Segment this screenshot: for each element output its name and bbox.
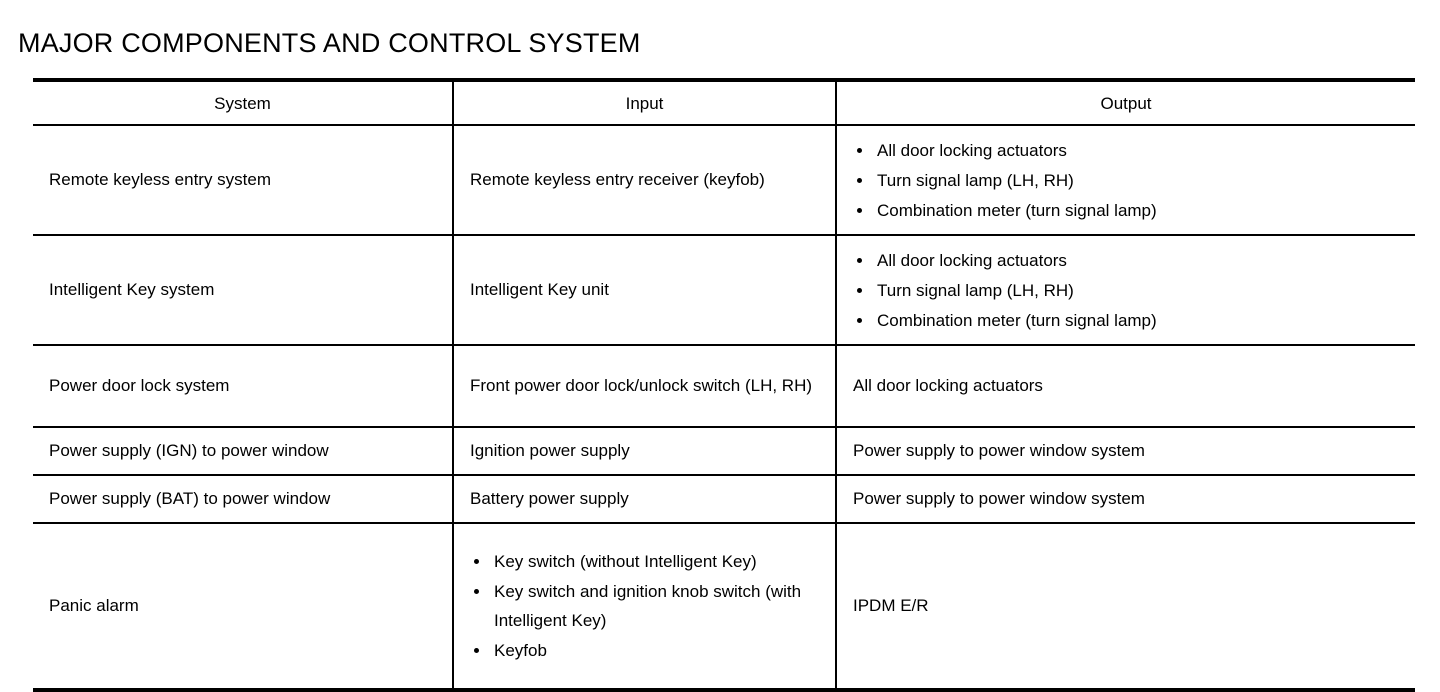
output-label: Power supply to power window system xyxy=(853,441,1145,460)
list-item: All door locking actuators xyxy=(853,246,1403,275)
table-row: Power door lock system Front power door … xyxy=(33,345,1415,428)
cell-system: Power supply (BAT) to power window xyxy=(33,475,453,524)
system-label: Panic alarm xyxy=(49,596,139,615)
bullet-dot-icon xyxy=(857,147,862,153)
table-body: Remote keyless entry system Remote keyle… xyxy=(33,125,1415,692)
input-label: Remote keyless entry receiver (keyfob) xyxy=(470,170,765,189)
cell-input: Key switch (without Intelligent Key) Key… xyxy=(452,523,836,692)
list-item: Combination meter (turn signal lamp) xyxy=(853,306,1403,335)
list-item-label: Turn signal lamp (LH, RH) xyxy=(877,170,1074,190)
list-item-label: Turn signal lamp (LH, RH) xyxy=(877,280,1074,300)
document-page: MAJOR COMPONENTS AND CONTROL SYSTEM Syst… xyxy=(18,28,1415,692)
cell-input: Ignition power supply xyxy=(452,427,836,476)
list-item: Key switch and ignition knob switch (wit… xyxy=(470,577,823,635)
cell-system: Intelligent Key system xyxy=(33,235,453,346)
output-label: Power supply to power window system xyxy=(853,489,1145,508)
list-item-label: Combination meter (turn signal lamp) xyxy=(877,200,1157,220)
input-label: Intelligent Key unit xyxy=(470,280,609,299)
column-header-input: Input xyxy=(452,78,836,126)
column-header-output: Output xyxy=(835,78,1415,126)
cell-system: Remote keyless entry system xyxy=(33,125,453,236)
cell-input: Remote keyless entry receiver (keyfob) xyxy=(452,125,836,236)
cell-system: Panic alarm xyxy=(33,523,453,692)
page-title: MAJOR COMPONENTS AND CONTROL SYSTEM xyxy=(18,28,641,59)
list-item-label: Key switch and ignition knob switch (wit… xyxy=(494,582,802,630)
cell-output: Power supply to power window system xyxy=(835,427,1415,476)
bullet-dot-icon xyxy=(857,257,862,263)
cell-input: Battery power supply xyxy=(452,475,836,524)
system-label: Intelligent Key system xyxy=(49,280,215,299)
list-item: Turn signal lamp (LH, RH) xyxy=(853,276,1403,305)
system-label: Power door lock system xyxy=(49,376,230,395)
cell-input: Front power door lock/unlock switch (LH,… xyxy=(452,345,836,428)
list-item: Key switch (without Intelligent Key) xyxy=(470,547,823,576)
list-item-label: All door locking actuators xyxy=(877,250,1067,270)
bullet-dot-icon xyxy=(857,177,862,183)
cell-output: All door locking actuators Turn signal l… xyxy=(835,125,1415,236)
bullet-dot-icon xyxy=(857,317,862,323)
table-row: Panic alarm Key switch (without Intellig… xyxy=(33,523,1415,692)
system-label: Remote keyless entry system xyxy=(49,170,272,189)
cell-output: All door locking actuators Turn signal l… xyxy=(835,235,1415,346)
cell-output: IPDM E/R xyxy=(835,523,1415,692)
table-header: System Input Output xyxy=(33,78,1415,126)
bullet-dot-icon xyxy=(474,559,479,564)
list-item: All door locking actuators xyxy=(853,136,1403,165)
cell-input: Intelligent Key unit xyxy=(452,235,836,346)
cell-system: Power supply (IGN) to power window xyxy=(33,427,453,476)
bullet-dot-icon xyxy=(474,589,479,594)
output-label: IPDM E/R xyxy=(853,596,929,615)
output-bullet-list: All door locking actuators Turn signal l… xyxy=(853,246,1403,335)
input-label: Ignition power supply xyxy=(470,441,630,460)
input-bullet-list: Key switch (without Intelligent Key) Key… xyxy=(470,547,823,665)
bullet-dot-icon xyxy=(857,287,862,293)
major-components-table: System Input Output Remote keyless entry… xyxy=(33,78,1415,692)
list-item-label: Key switch (without Intelligent Key) xyxy=(494,552,757,571)
table-row: Power supply (BAT) to power window Batte… xyxy=(33,475,1415,524)
list-item-label: Combination meter (turn signal lamp) xyxy=(877,310,1157,330)
input-label: Battery power supply xyxy=(470,489,629,508)
column-header-system: System xyxy=(33,78,453,126)
bullet-dot-icon xyxy=(474,648,479,653)
list-item-label: Keyfob xyxy=(494,641,547,660)
input-label: Front power door lock/unlock switch (LH,… xyxy=(470,376,813,395)
cell-output: All door locking actuators xyxy=(835,345,1415,428)
table-row: Intelligent Key system Intelligent Key u… xyxy=(33,235,1415,346)
major-components-table-wrapper: System Input Output Remote keyless entry… xyxy=(33,78,1415,692)
table-row: Power supply (IGN) to power window Ignit… xyxy=(33,427,1415,476)
list-item-label: All door locking actuators xyxy=(877,140,1067,160)
cell-system: Power door lock system xyxy=(33,345,453,428)
cell-output: Power supply to power window system xyxy=(835,475,1415,524)
list-item: Keyfob xyxy=(470,636,823,665)
system-label: Power supply (IGN) to power window xyxy=(49,441,329,460)
output-label: All door locking actuators xyxy=(853,376,1043,395)
list-item: Turn signal lamp (LH, RH) xyxy=(853,166,1403,195)
table-header-row: System Input Output xyxy=(33,78,1415,126)
system-label: Power supply (BAT) to power window xyxy=(49,489,331,508)
bullet-dot-icon xyxy=(857,207,862,213)
list-item: Combination meter (turn signal lamp) xyxy=(853,196,1403,225)
output-bullet-list: All door locking actuators Turn signal l… xyxy=(853,136,1403,225)
table-row: Remote keyless entry system Remote keyle… xyxy=(33,125,1415,236)
